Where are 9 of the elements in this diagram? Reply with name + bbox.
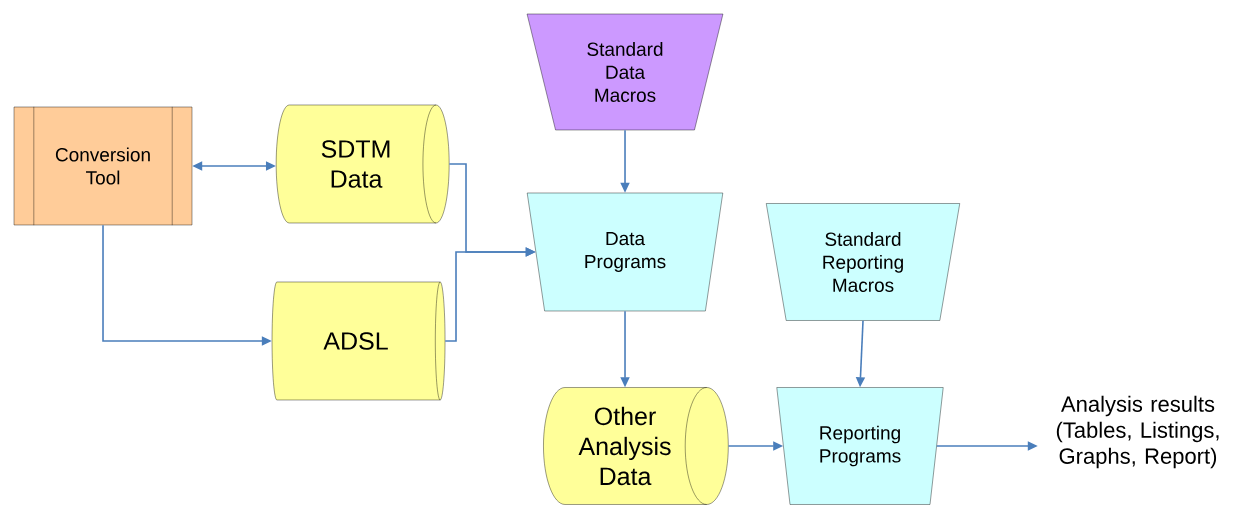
data-cylinder: Other Analysis Data	[543, 387, 729, 505]
process-trapezoid: Data Programs	[527, 192, 723, 312]
output-text: Analysis results (Tables, Listings, Graphs, Report)	[1056, 395, 1219, 469]
data-cylinder: ADSL	[271, 281, 446, 401]
process-trapezoid: Standard Data Macros	[526, 13, 724, 131]
process-box: Conversion Tool	[13, 106, 193, 226]
process-trapezoid: Reporting Programs	[776, 387, 944, 505]
process-trapezoid: Standard Reporting Macros	[766, 203, 960, 321]
data-cylinder: SDTM Data	[275, 104, 450, 224]
